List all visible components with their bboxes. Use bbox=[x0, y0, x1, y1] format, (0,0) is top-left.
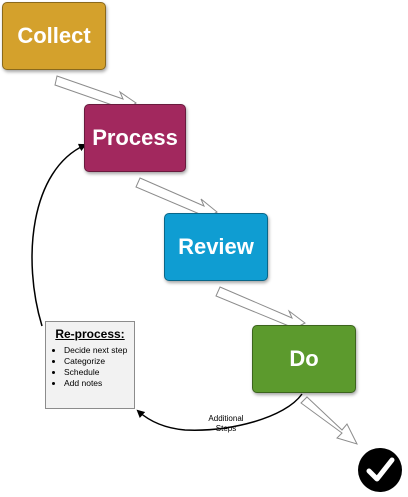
step-process: Process bbox=[84, 104, 186, 172]
done-checkmark-icon bbox=[358, 448, 402, 492]
reprocess-list: Decide next step Categorize Schedule Add… bbox=[50, 345, 130, 389]
checkmark-icon bbox=[366, 457, 395, 482]
step-collect-label: Collect bbox=[17, 23, 91, 48]
additional-steps-label: Additional Steps bbox=[208, 414, 244, 433]
arrow-do-to-done bbox=[300, 396, 358, 445]
list-item: Add notes bbox=[64, 378, 130, 389]
step-process-label: Process bbox=[92, 125, 178, 150]
step-collect: Collect bbox=[2, 2, 106, 70]
list-item: Decide next step bbox=[64, 345, 130, 356]
loop-do-to-reprocess bbox=[136, 393, 303, 431]
step-do: Do bbox=[252, 325, 356, 393]
step-do-label: Do bbox=[289, 346, 319, 371]
step-review: Review bbox=[164, 213, 268, 281]
step-review-label: Review bbox=[178, 234, 254, 259]
reprocess-box: Re-process: Decide next step Categorize … bbox=[45, 321, 135, 409]
list-item: Schedule bbox=[64, 367, 130, 378]
loop-reprocess-to-process bbox=[31, 143, 87, 327]
reprocess-title: Re-process: bbox=[55, 327, 125, 341]
list-item: Categorize bbox=[64, 356, 130, 367]
